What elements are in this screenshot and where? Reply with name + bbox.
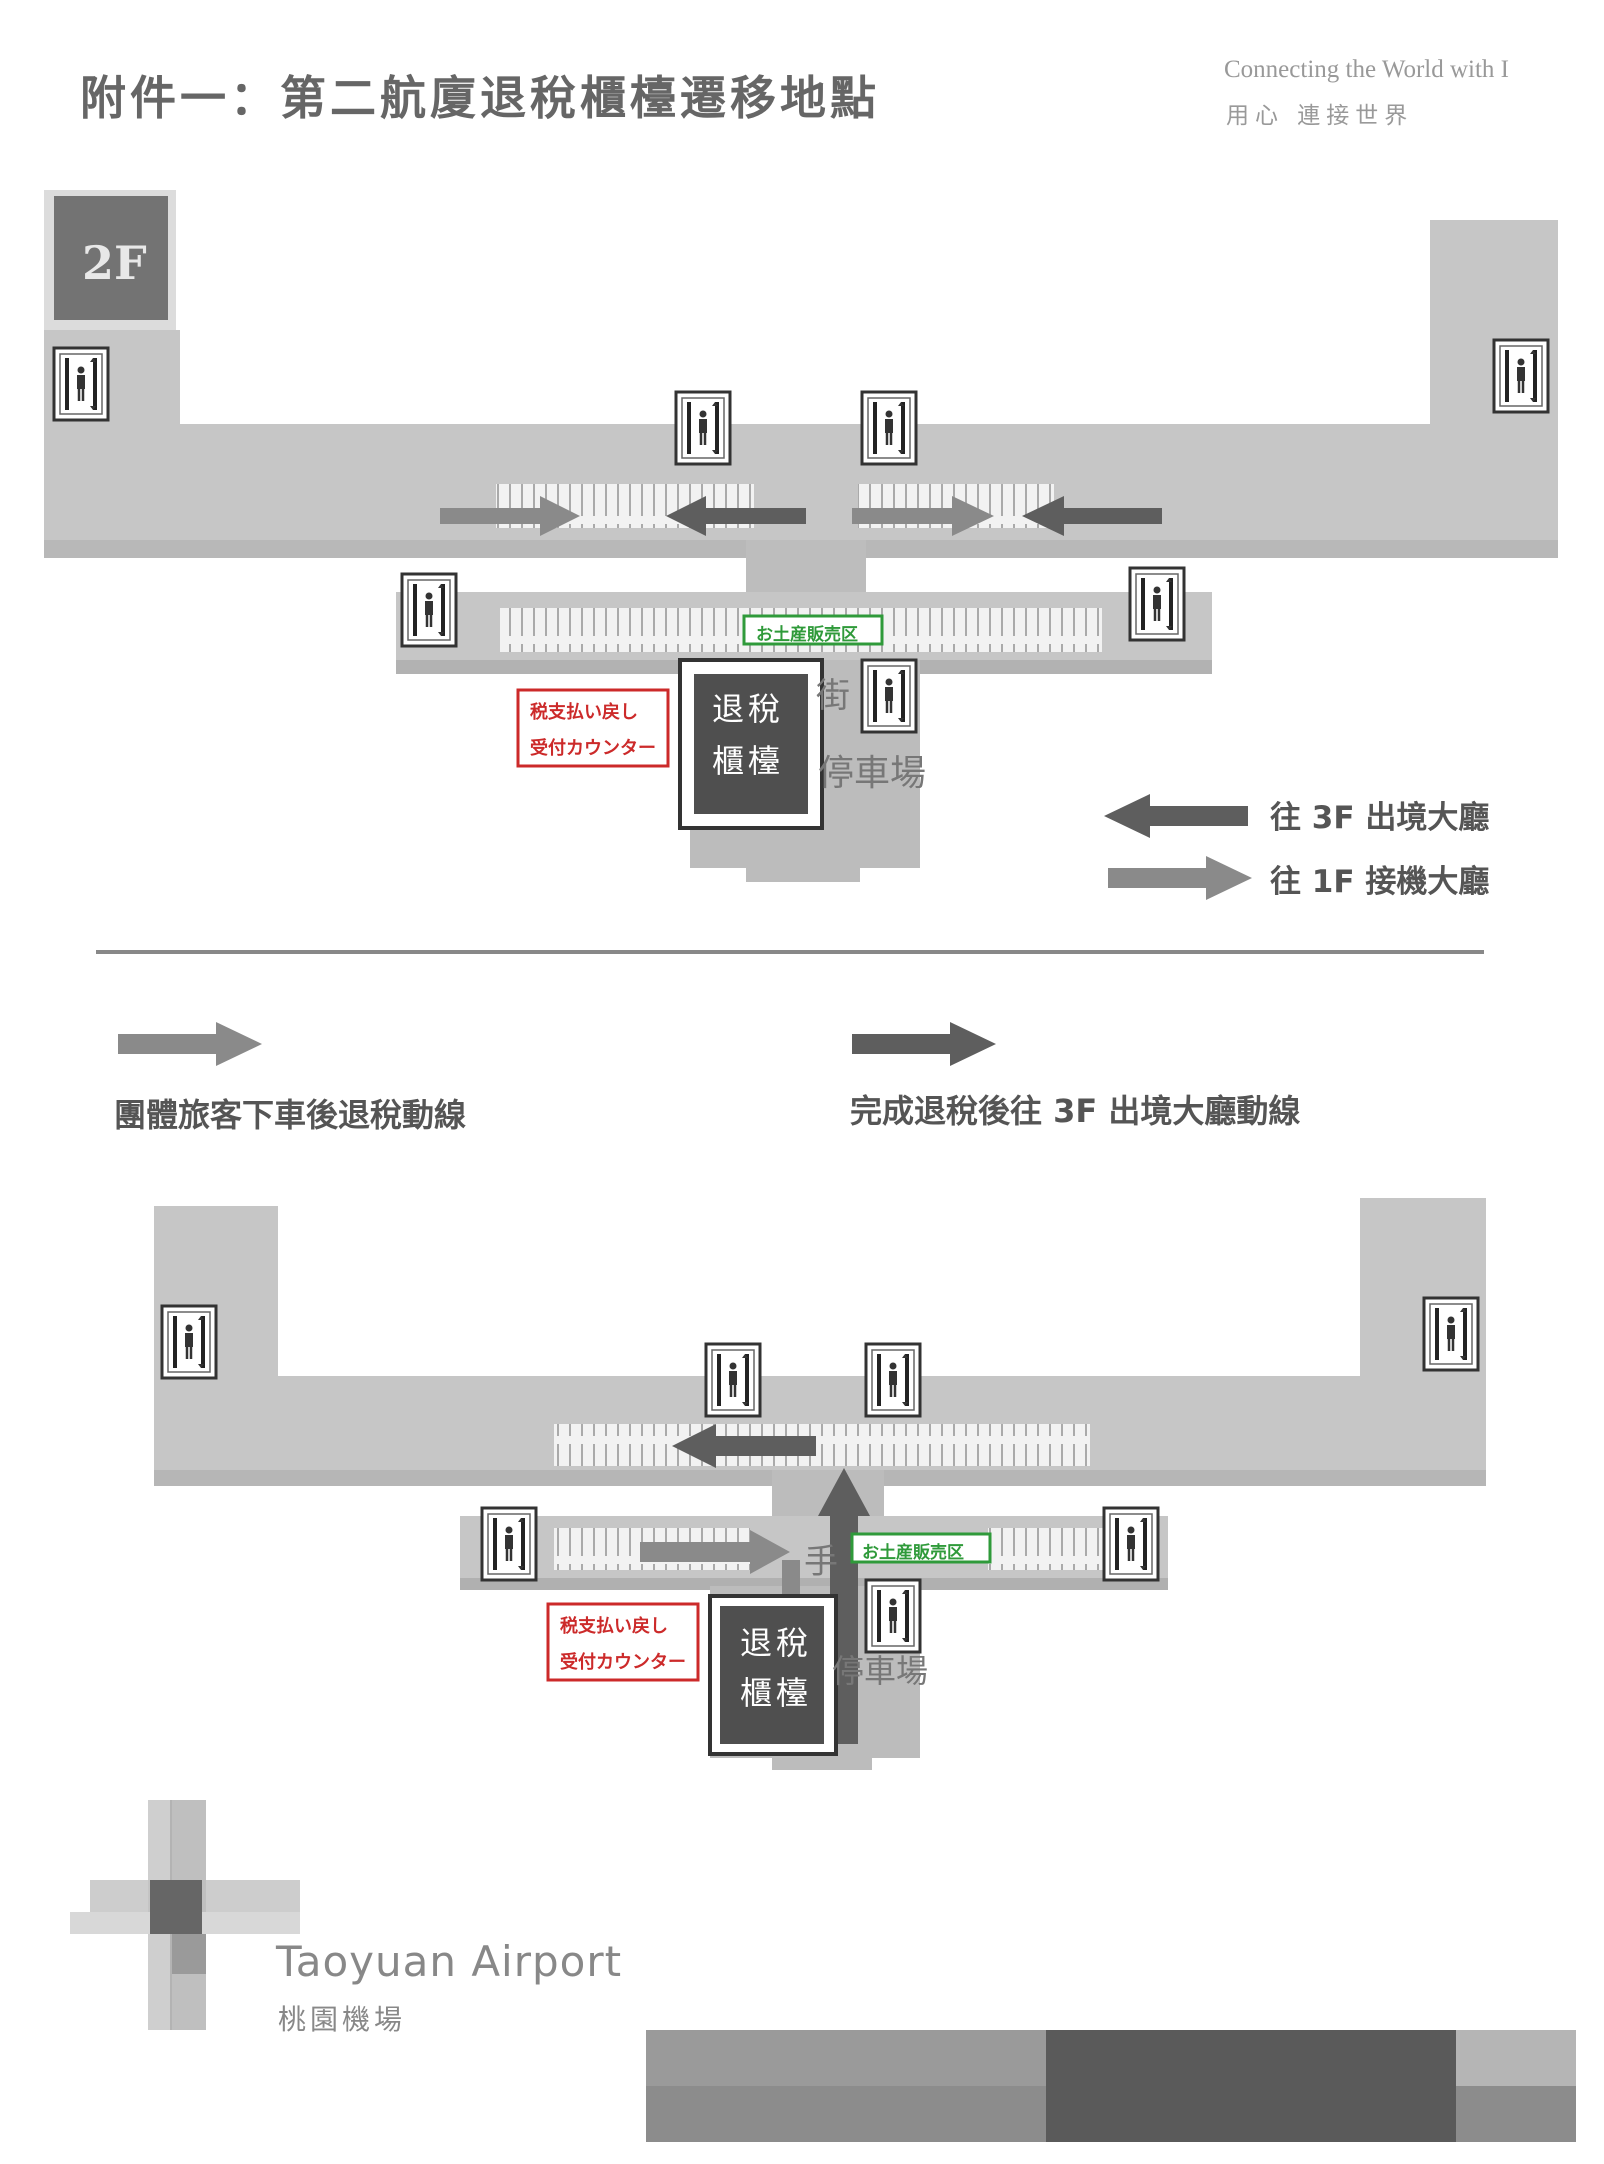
hand-label: 手 — [804, 1542, 838, 1582]
arrow-to-3f — [666, 496, 806, 536]
concourse-bottom — [154, 1198, 1486, 1480]
legend-after-refund-route: 完成退稅後往 3F 出境大廳動線 — [850, 1092, 1301, 1130]
jp-counter-line1: 税支払い戻し — [530, 702, 638, 723]
jp-counter-line2: 受付カウンター — [560, 1652, 686, 1673]
legend-arrow-group-route — [118, 1022, 262, 1066]
legend-to-3f: 往 3F 出境大廳 — [1270, 800, 1490, 836]
parking-label: 停車場 — [818, 753, 927, 794]
legend-arrow-after-refund — [852, 1022, 996, 1066]
jp-counter-line2: 受付カウンター — [530, 738, 656, 759]
arrow-to-1f — [852, 496, 994, 536]
counter-label-line1: 退稅 — [712, 690, 785, 728]
tax-refund-counter — [694, 674, 808, 814]
elevator-icon — [1422, 1296, 1480, 1372]
street-label: 街 — [816, 676, 850, 716]
airport-logo — [70, 1800, 300, 2030]
lower-walkway-bottom-edge — [460, 1578, 1168, 1590]
page-title: 附件一：第二航廈退稅櫃檯遷移地點 — [80, 71, 880, 125]
elevator-icon — [860, 658, 918, 734]
top-floor-map — [44, 190, 1558, 900]
elevator-icon — [1492, 338, 1550, 414]
stairs-bottom-lower-right — [988, 1528, 1106, 1570]
parking-label: 停車場 — [832, 1652, 929, 1690]
elevator-icon — [160, 1304, 218, 1380]
map-divider — [96, 950, 1484, 954]
counter-label-line1: 退稅 — [740, 1624, 813, 1662]
legend-to-1f: 往 1F 接機大廳 — [1270, 864, 1490, 900]
arrow-to-3f — [1022, 496, 1162, 536]
elevator-icon — [1128, 566, 1186, 642]
elevator-icon — [400, 572, 458, 648]
elevator-icon — [480, 1506, 538, 1582]
souvenir-label: お土産販売区 — [756, 625, 858, 645]
jp-counter-line1: 税支払い戻し — [560, 1616, 668, 1637]
slogan-chinese: 用心 連接世界 — [1226, 103, 1414, 129]
floor-label: 2F — [82, 236, 147, 290]
counter-label-line2: 櫃檯 — [740, 1674, 813, 1712]
floor-badge — [54, 196, 168, 320]
brand-english: Taoyuan Airport — [276, 1937, 623, 1986]
legend-group-route: 團體旅客下車後退稅動線 — [114, 1096, 467, 1134]
jp-counter-box — [516, 688, 670, 768]
elevator-icon — [860, 390, 918, 466]
souvenir-label: お土産販売区 — [862, 1543, 964, 1563]
elevator-icon — [52, 346, 110, 422]
elevator-icon — [704, 1342, 762, 1418]
slogan-english: Connecting the World with I — [1224, 56, 1509, 83]
legend-arrow-3f — [1104, 794, 1248, 838]
legend-arrow-1f — [1108, 856, 1252, 900]
stairs-bottom-upper — [554, 1424, 1090, 1466]
elevator-icon — [864, 1578, 922, 1654]
elevator-icon — [674, 390, 732, 466]
counter-label-line2: 櫃檯 — [712, 742, 785, 780]
central-link — [746, 540, 866, 600]
tax-refund-counter — [720, 1606, 824, 1744]
jp-counter-box — [546, 1602, 700, 1682]
concourse-top — [44, 220, 1558, 556]
elevator-icon — [864, 1342, 922, 1418]
brand-chinese: 桃園機場 — [278, 2003, 407, 2036]
arrow-to-1f — [440, 496, 580, 536]
route-to-3f-left — [672, 1424, 816, 1468]
footer-banner — [646, 2030, 1576, 2142]
bottom-floor-map — [154, 1198, 1486, 1770]
souvenir-box — [742, 614, 884, 646]
souvenir-box — [850, 1532, 992, 1564]
elevator-icon — [1102, 1506, 1160, 1582]
group-route-arrow — [640, 1530, 790, 1574]
